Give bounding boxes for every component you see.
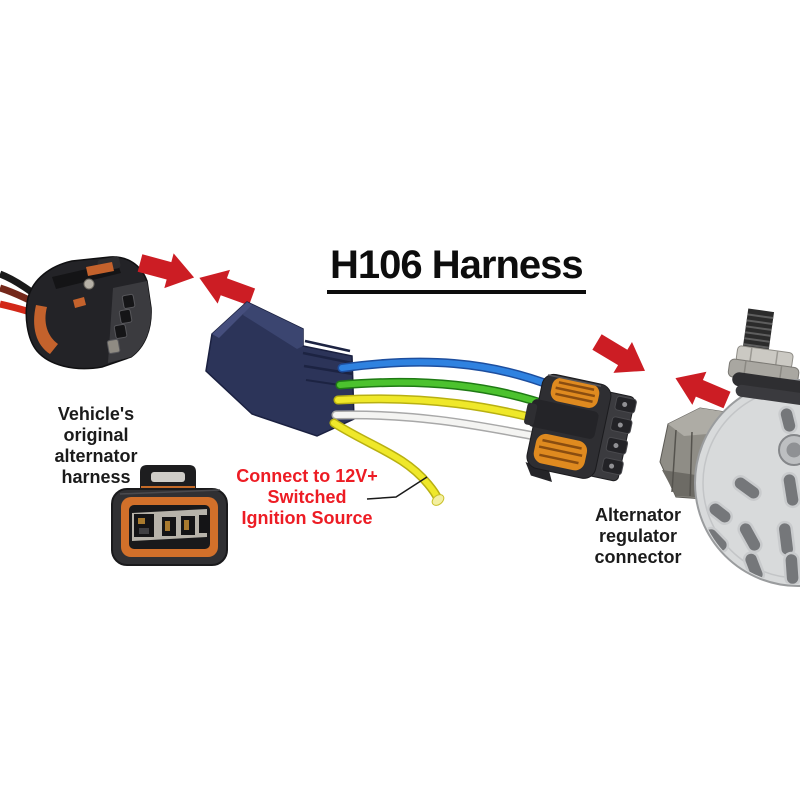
h106-adapter-block	[205, 301, 355, 437]
regulator-connector-label: Alternator regulator connector	[568, 505, 708, 568]
pigtail-connector	[111, 465, 228, 566]
page-title: H106 Harness	[327, 243, 586, 294]
alternator-stud-base	[732, 372, 800, 406]
alternator	[659, 308, 800, 587]
label-line: Connect to 12V+	[236, 466, 378, 486]
label-line: Vehicle's	[57, 404, 135, 424]
label-line: connector	[594, 547, 682, 567]
ignition-source-label: Connect to 12V+ Switched Ignition Source	[225, 466, 389, 529]
label-line: regulator	[598, 526, 677, 546]
arrow-right-icon	[587, 326, 655, 387]
alternator-vents	[702, 405, 800, 584]
harness-wires	[329, 357, 565, 506]
label-line: original	[63, 425, 129, 445]
mating-arrows-left	[135, 245, 259, 314]
label-line: Alternator	[594, 505, 681, 525]
label-line: Ignition Source	[241, 508, 373, 528]
vehicle-harness-connector	[0, 256, 152, 370]
label-line: harness	[61, 467, 131, 487]
wire-tip	[431, 494, 445, 506]
label-line: alternator	[54, 446, 138, 466]
regulator-plug-connector	[524, 373, 637, 483]
vehicle-harness-label: Vehicle's original alternator harness	[26, 404, 166, 488]
ignition-leader-line	[366, 476, 428, 500]
label-line: Switched	[267, 487, 347, 507]
